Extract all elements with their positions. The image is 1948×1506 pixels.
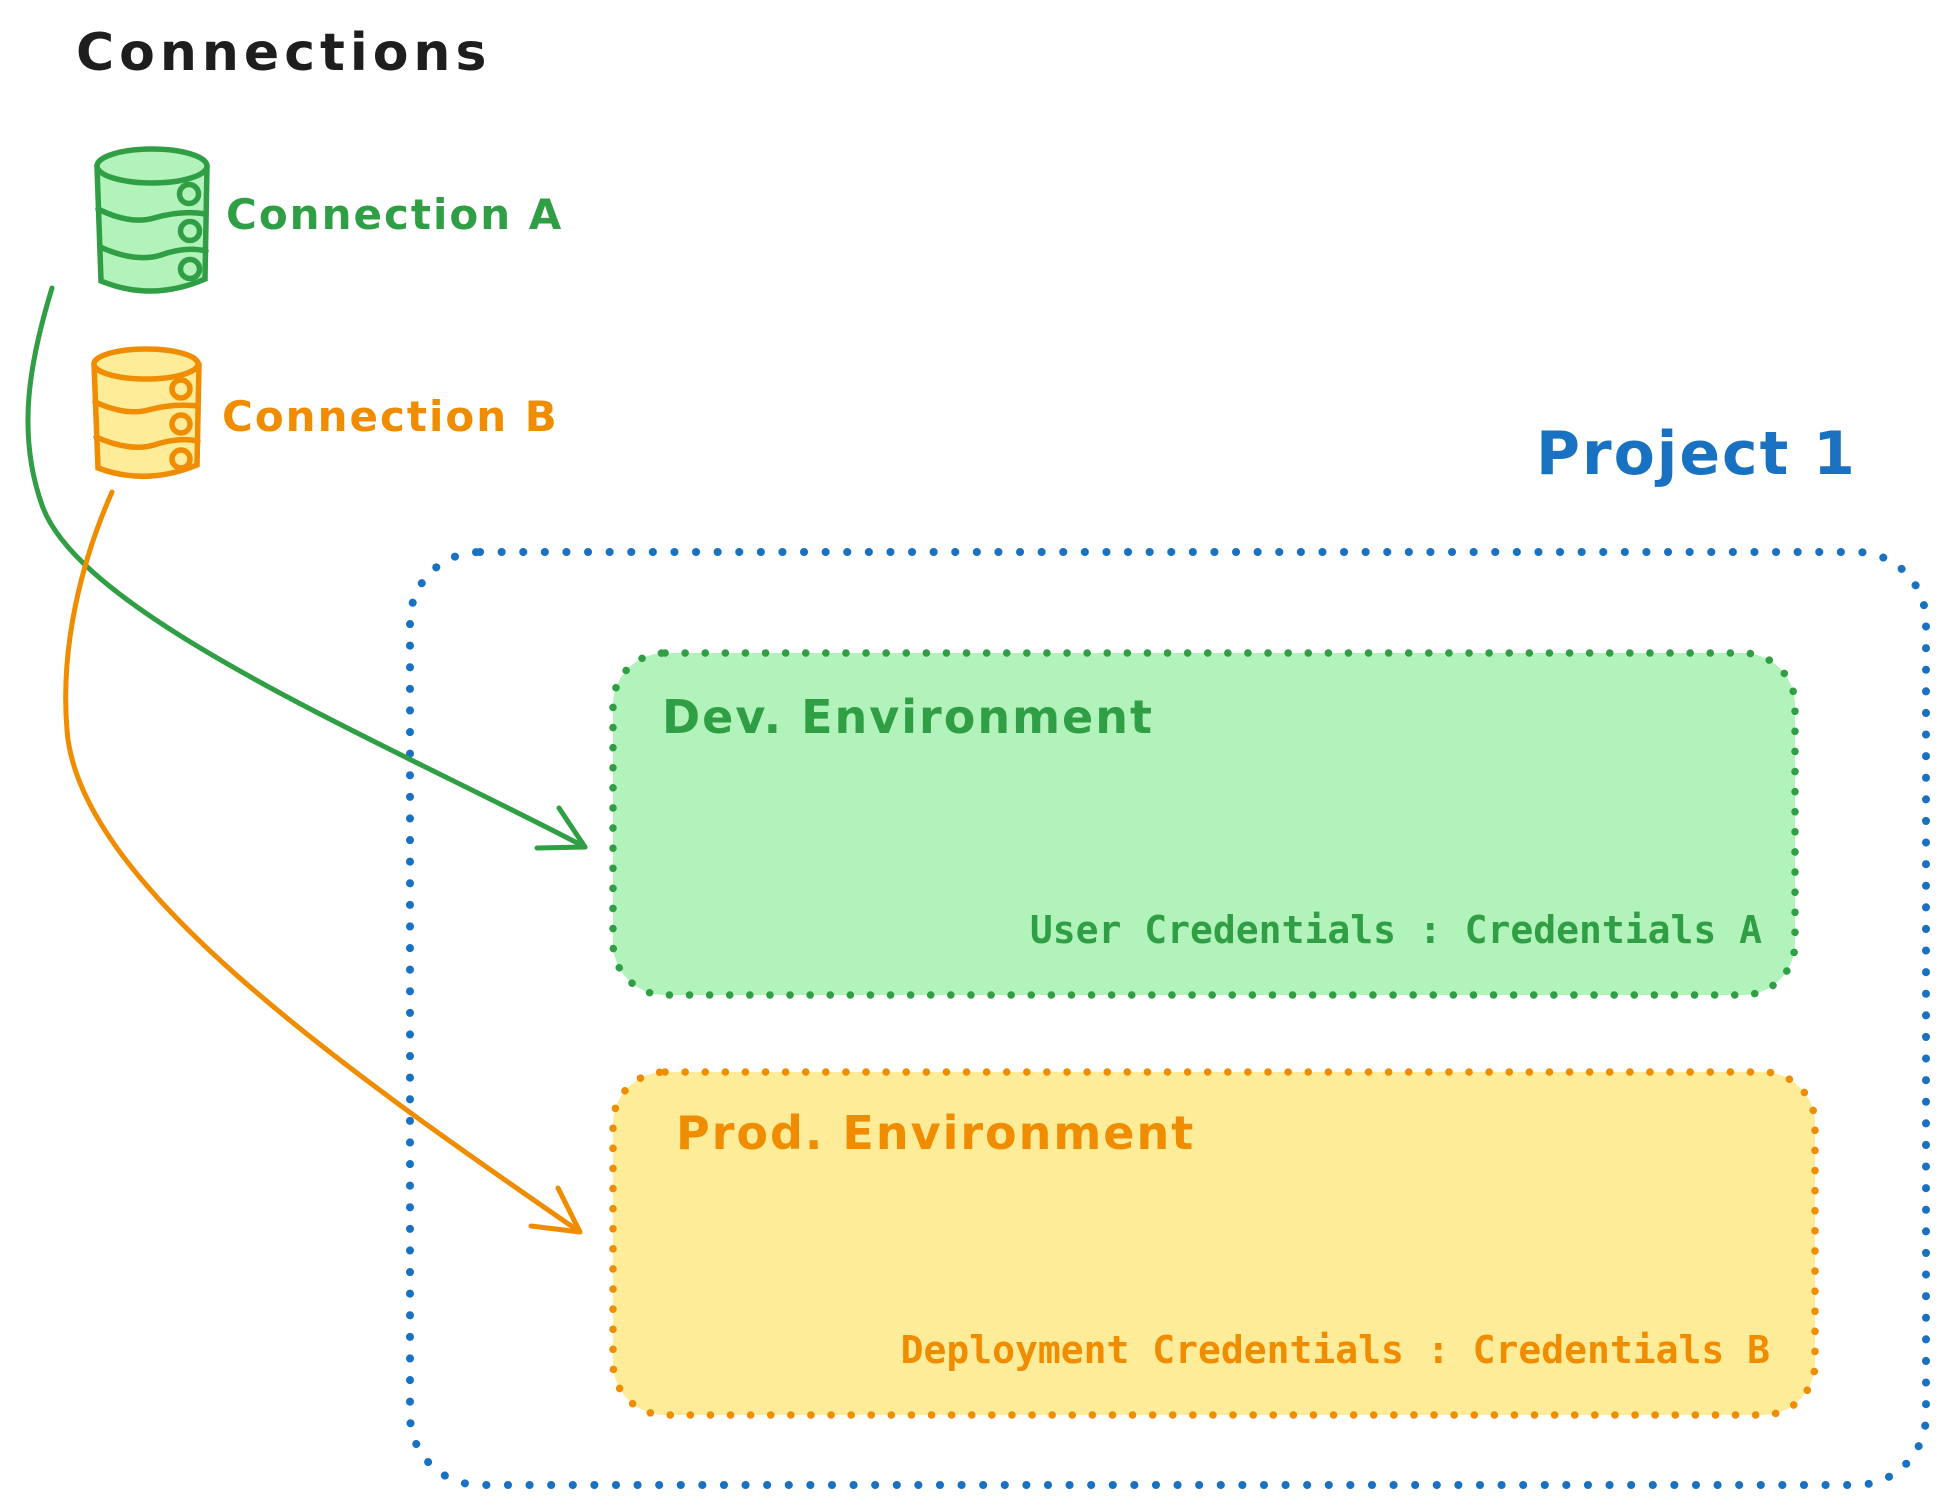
arrow-connection-a-to-dev	[25, 285, 588, 851]
database-top	[94, 146, 210, 186]
dev-environment-title: Dev. Environment	[662, 690, 1154, 744]
database-divider	[97, 244, 209, 261]
database-icon-connection-b	[91, 346, 202, 480]
project-title: Project 1	[1536, 419, 1857, 489]
prod-environment-credentials: Deployment Credentials : Credentials B	[900, 1328, 1770, 1372]
prod-environment-title: Prod. Environment	[676, 1106, 1196, 1160]
prod-environment-box	[609, 1068, 1819, 1419]
database-dot	[177, 218, 203, 244]
database-top	[91, 346, 201, 382]
arrow-connection-b-to-prod	[63, 489, 583, 1235]
database-dot	[177, 256, 203, 282]
database-icon-connection-a	[94, 146, 210, 294]
database-divider	[95, 206, 209, 223]
arrow-shaft	[25, 285, 588, 850]
arrowhead	[534, 805, 588, 851]
database-dot	[169, 377, 193, 401]
connection-b-label: Connection B	[222, 392, 559, 441]
database-dot	[169, 412, 193, 436]
dev-environment-box	[609, 649, 1799, 999]
dev-environment-credentials: User Credentials : Credentials A	[1029, 908, 1762, 952]
database-dot	[176, 181, 202, 207]
connection-a-label: Connection A	[226, 190, 564, 239]
diagram-title: Connections	[76, 23, 492, 83]
arrowhead	[528, 1185, 583, 1235]
database-divider	[93, 434, 201, 450]
database-dot	[169, 447, 193, 471]
database-divider	[92, 399, 201, 415]
project-box-border	[406, 548, 1930, 1489]
arrow-shaft	[63, 489, 583, 1235]
